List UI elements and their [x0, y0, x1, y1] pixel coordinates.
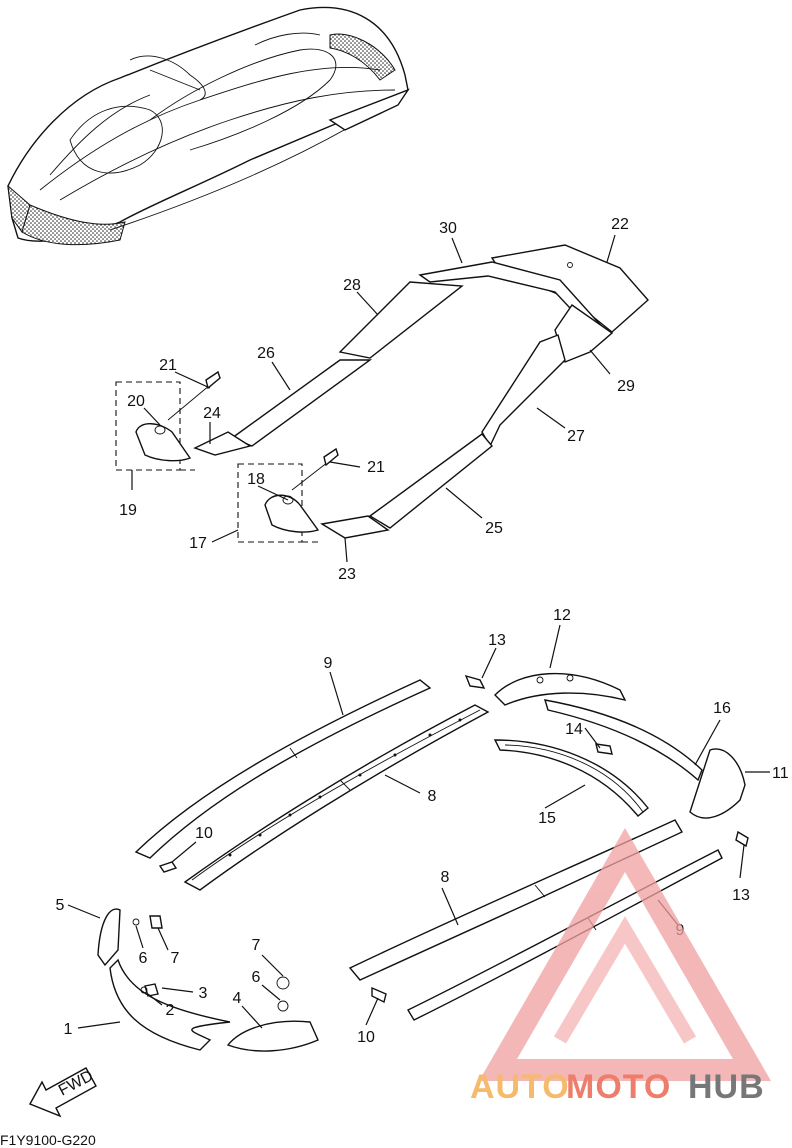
right-lower-long-mat — [368, 433, 493, 529]
callout-7-left: 7 — [171, 950, 180, 967]
callout-26: 26 — [257, 345, 275, 362]
callout-21-lower: 21 — [367, 459, 385, 476]
rear-rail-right — [544, 699, 703, 782]
callout-1: 1 — [64, 1021, 73, 1038]
upper-left-strip — [338, 281, 464, 359]
right-long-mat — [481, 334, 566, 448]
watermark: AUTO MOTO HUB — [470, 827, 772, 1106]
rear-cap — [494, 672, 627, 706]
watermark-word-hub: HUB — [688, 1068, 765, 1106]
callout-27: 27 — [567, 428, 585, 445]
callout-20: 20 — [127, 393, 145, 410]
rail-holes — [228, 718, 462, 857]
gunwale-rail-left — [134, 679, 432, 859]
callout-23: 23 — [338, 566, 356, 583]
callout-15: 15 — [538, 810, 556, 827]
right-heel-pad — [264, 494, 320, 533]
watermark-triangle — [478, 827, 772, 1081]
callout-22: 22 — [611, 216, 629, 233]
callout-13-lower: 13 — [732, 887, 750, 904]
callout-8-upper: 8 — [428, 788, 437, 805]
callout-12: 12 — [553, 607, 571, 624]
callout-14: 14 — [565, 721, 583, 738]
left-long-mat — [230, 359, 373, 447]
deck-mat-group — [115, 244, 649, 543]
callout-30: 30 — [439, 220, 457, 237]
callout-10-upper: 10 — [195, 825, 213, 842]
callout-25: 25 — [485, 520, 503, 537]
left-heel-pad — [135, 423, 192, 462]
figure-code: F1Y9100-G220 — [0, 1132, 96, 1148]
watercraft-illustration — [7, 6, 410, 246]
front-corner-guard-right — [226, 1020, 319, 1052]
side-rail-left — [183, 704, 490, 891]
watermark-word-moto: MOTO — [566, 1068, 671, 1106]
callout-8-lower: 8 — [441, 869, 450, 886]
callout-19: 19 — [119, 502, 137, 519]
callout-6-left: 6 — [139, 950, 148, 967]
callout-28: 28 — [343, 277, 361, 294]
callout-numbers: 30 22 28 26 21 29 20 24 27 21 18 19 25 1… — [56, 216, 789, 1046]
right-front-mat — [320, 515, 390, 539]
callout-2: 2 — [166, 1002, 175, 1019]
callout-9-upper: 9 — [324, 655, 333, 672]
callout-17: 17 — [189, 535, 207, 552]
callout-29: 29 — [617, 378, 635, 395]
callout-10-lower: 10 — [357, 1029, 375, 1046]
callout-5: 5 — [56, 897, 65, 914]
callout-4: 4 — [233, 990, 242, 1007]
callout-3: 3 — [199, 985, 208, 1002]
rear-corner-guard — [689, 748, 746, 819]
callout-21-upper: 21 — [159, 357, 177, 374]
callout-6-right: 6 — [252, 969, 261, 986]
callout-18: 18 — [247, 471, 265, 488]
front-corner-guard-left — [97, 908, 121, 967]
inner-curved-rail — [493, 739, 649, 817]
callout-11: 11 — [772, 765, 789, 782]
callout-16: 16 — [713, 700, 731, 717]
leader-lines — [67, 234, 770, 1029]
forward-arrow: FWD — [29, 1067, 97, 1118]
callout-7-right: 7 — [252, 937, 261, 954]
callout-24: 24 — [203, 405, 221, 422]
callout-13-upper: 13 — [488, 632, 506, 649]
watermark-word-auto: AUTO — [470, 1068, 570, 1106]
left-front-mat — [193, 431, 252, 456]
